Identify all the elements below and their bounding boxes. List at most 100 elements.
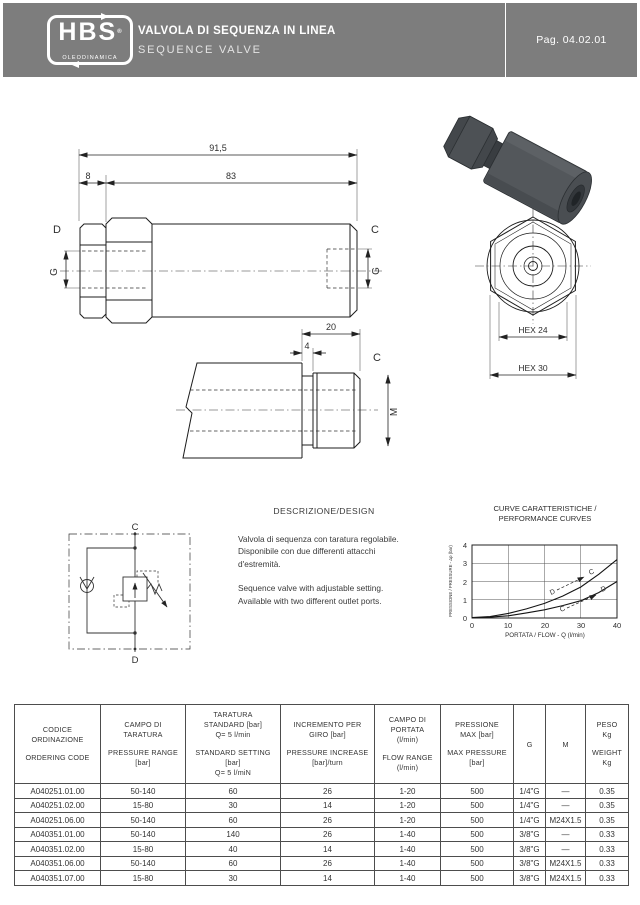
table-cell: —: [545, 797, 586, 814]
table-cell: —: [545, 826, 586, 843]
table-cell: 1-20: [374, 812, 441, 828]
dim-thread-label: 20: [326, 322, 336, 332]
description-block: DESCRIZIONE/DESIGN Valvola di sequenza c…: [238, 506, 410, 619]
table-cell: 30: [185, 870, 281, 886]
table-cell: 14: [280, 870, 375, 886]
table-cell: M24X1.5: [545, 812, 586, 828]
svg-text:10: 10: [504, 621, 512, 630]
table-cell: 50-140: [100, 855, 186, 872]
table-cell: A040351.02.00: [14, 841, 101, 857]
table-cell: 15-80: [100, 841, 186, 857]
schematic-port-d: D: [132, 655, 139, 666]
dim-body-label: 83: [226, 171, 236, 181]
description-english: Sequence valve with adjustable setting. …: [238, 583, 384, 606]
table-cell: 500: [440, 841, 514, 857]
table-cell: 1-20: [374, 797, 441, 814]
svg-text:20: 20: [541, 621, 549, 630]
table-cell: A040251.06.00: [14, 812, 101, 828]
table-cell: 14: [280, 797, 375, 814]
table-header-cell: CAMPO DI PORTATA (l/min)FLOW RANGE (l/mi…: [374, 703, 441, 785]
table-cell: 15-80: [100, 870, 186, 886]
svg-text:0: 0: [463, 614, 467, 623]
table-cell: A040351.07.00: [14, 870, 101, 886]
table-cell: 1/4"G: [513, 812, 546, 828]
table-cell: 0.33: [585, 826, 629, 843]
schematic-and-chart-svg: C D CURVE CARATTERISTICHE / PERFORMANCE …: [68, 504, 621, 666]
table-cell: 1-40: [374, 841, 441, 857]
chart-grid: [472, 545, 617, 618]
performance-chart: CURVE CARATTERISTICHE / PERFORMANCE CURV…: [448, 504, 621, 639]
table-header-cell: INCREMENTO PER GIRO [bar]PRESSURE INCREA…: [280, 703, 375, 785]
svg-text:3: 3: [463, 559, 467, 568]
ann2-from-label: C: [559, 605, 566, 613]
side-view-drawing: 91,5 83 8 D C G G: [49, 143, 382, 324]
svg-text:4: 4: [463, 541, 467, 550]
table-cell: 26: [280, 783, 375, 799]
table-cell: 0.33: [585, 870, 629, 886]
outlet-detail-drawing: 20 4 C M: [176, 322, 400, 459]
chart-title-line1: CURVE CARATTERISTICHE /: [493, 504, 597, 513]
table-cell: 1-20: [374, 783, 441, 799]
hydraulic-schematic: C D: [68, 522, 191, 666]
dim-left-label: 8: [85, 171, 90, 181]
table-cell: 0.33: [585, 855, 629, 872]
table-cell: 1-40: [374, 870, 441, 886]
table-header-cell: PRESSIONE MAX [bar]MAX PRESSURE [bar]: [440, 703, 514, 785]
table-cell: 50-140: [100, 812, 186, 828]
dim-overall-label: 91,5: [209, 143, 227, 153]
title-italian: VALVOLA DI SEQUENZA IN LINEA: [138, 25, 336, 37]
port-g-right-label: G: [371, 267, 382, 275]
table-cell: A040351.06.00: [14, 855, 101, 872]
port-d-label: D: [53, 224, 61, 236]
page-number: Pag. 04.02.01: [536, 34, 607, 46]
table-cell: 500: [440, 826, 514, 843]
curve-d-to-c: [471, 559, 618, 619]
page-header: HBS® OLEODINAMICA VALVOLA DI SEQUENZA IN…: [3, 3, 637, 77]
hex-end-view: HEX 24 HEX 30: [475, 208, 591, 379]
chart-y-ticks: 0 1 2 3 4: [463, 541, 467, 623]
outlet-c-label: C: [373, 352, 381, 364]
dim-chamfer-label: 4: [304, 341, 309, 351]
ann2-to-label: D: [600, 585, 607, 593]
table-cell: 3/8"G: [513, 841, 546, 857]
chart-annotations: D C C D: [549, 568, 607, 613]
table-cell: 26: [280, 826, 375, 843]
table-cell: —: [545, 783, 586, 799]
thread-m-label: M: [389, 408, 400, 416]
header-separator: [505, 3, 506, 77]
table-cell: 500: [440, 855, 514, 872]
port-g-left-label: G: [49, 268, 60, 276]
table-cell: 3/8"G: [513, 870, 546, 886]
registered-mark: ®: [117, 29, 122, 35]
table-cell: 1-40: [374, 826, 441, 843]
table-cell: 30: [185, 797, 281, 814]
description-heading: DESCRIZIONE/DESIGN: [273, 506, 375, 516]
logo-text: HBS®: [58, 18, 122, 46]
table-cell: 0.35: [585, 783, 629, 799]
table-cell: 500: [440, 812, 514, 828]
port-c-label: C: [371, 224, 379, 236]
table-cell: A040351.01.00: [14, 826, 101, 843]
ann1-to-label: C: [588, 568, 595, 576]
ann1-from-label: D: [549, 588, 556, 596]
hex30-label: HEX 30: [518, 363, 548, 373]
table-cell: 26: [280, 855, 375, 872]
check-valve-symbol: [79, 576, 95, 593]
hex24-label: HEX 24: [518, 325, 548, 335]
table-cell: 0.35: [585, 812, 629, 828]
table-cell: 3/8"G: [513, 855, 546, 872]
hbs-logo: HBS® OLEODINAMICA: [45, 13, 135, 68]
table-cell: 60: [185, 783, 281, 799]
table-cell: 1-40: [374, 855, 441, 872]
